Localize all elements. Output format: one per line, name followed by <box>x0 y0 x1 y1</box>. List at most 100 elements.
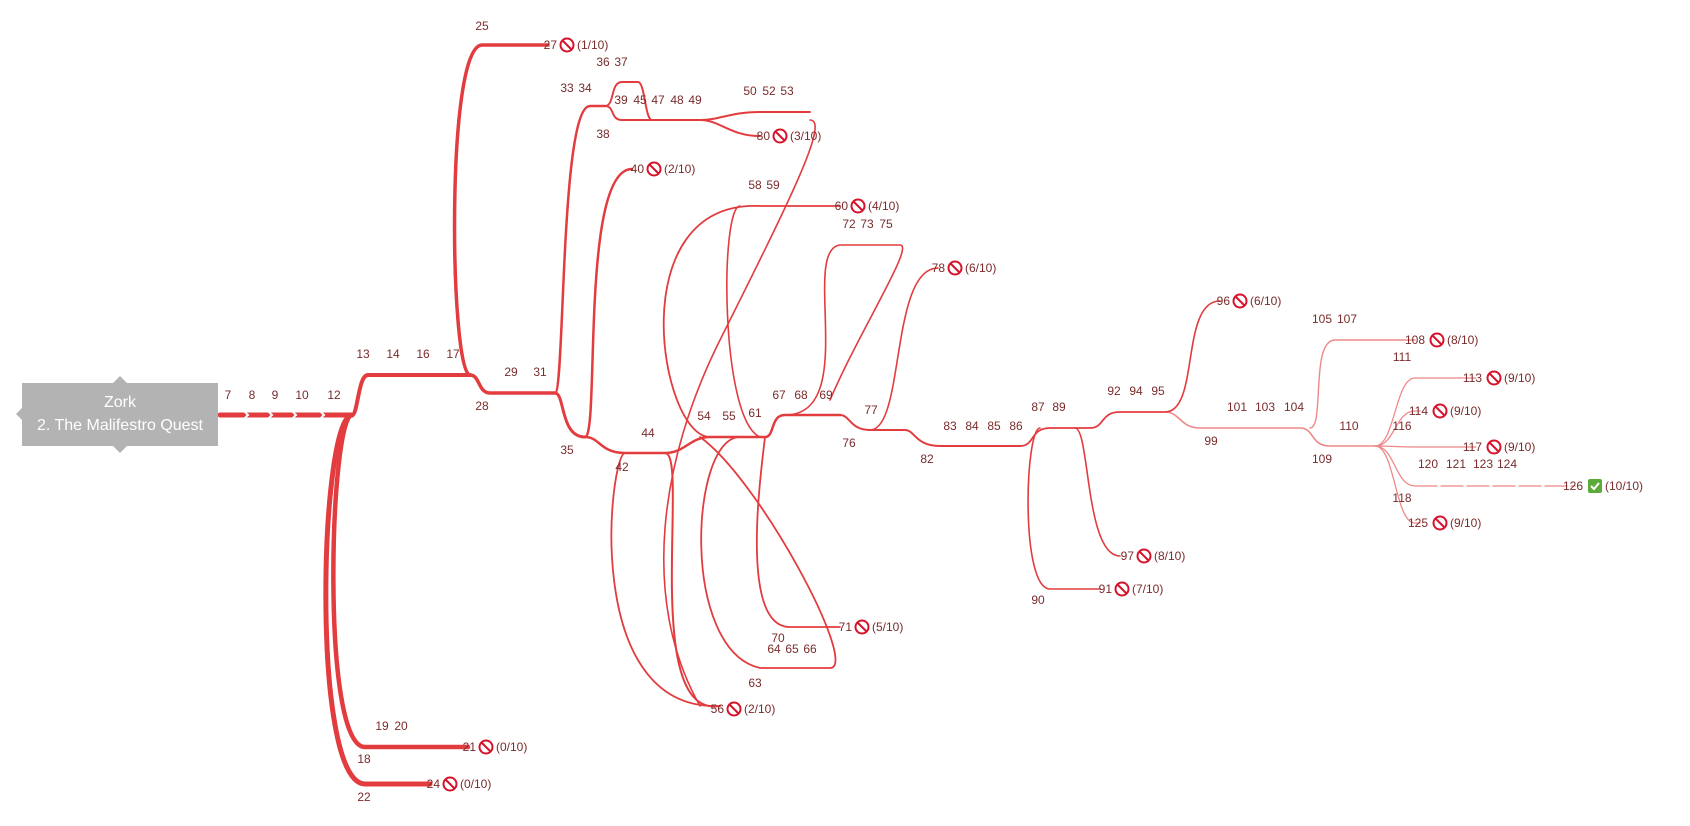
edge-cross <box>610 452 719 707</box>
ending-id: 117 <box>1463 440 1482 454</box>
node-label: 111 <box>1393 350 1412 364</box>
edge-cross <box>664 452 721 708</box>
node-label: 50 <box>743 84 757 98</box>
fail-icon <box>1429 332 1445 348</box>
ending-score: (9/10) <box>1450 404 1481 418</box>
ending-id: 125 <box>1408 516 1428 530</box>
fail-icon <box>854 619 870 635</box>
edge-branch <box>1074 427 1121 557</box>
edge-cross <box>726 205 761 438</box>
ending-score: (0/10) <box>460 777 491 791</box>
edge-cross <box>699 436 837 669</box>
ending-score: (2/10) <box>664 162 695 176</box>
fail-icon <box>1486 370 1502 386</box>
node-label: 39 <box>614 93 628 107</box>
ending-score: (9/10) <box>1504 371 1535 385</box>
ending-id: 126 <box>1563 479 1583 493</box>
fail-icon <box>772 128 788 144</box>
edge-branch <box>468 373 557 395</box>
ending-id: 113 <box>1463 371 1482 385</box>
node-label: 53 <box>780 84 794 98</box>
node-label: 82 <box>920 452 934 466</box>
ending-score: (3/10) <box>790 129 821 143</box>
node-label: 9 <box>272 388 279 402</box>
edge-cross <box>755 436 841 628</box>
ending-id: 78 <box>932 261 946 275</box>
node-label: 10 <box>295 388 309 402</box>
node-label: 12 <box>327 388 341 402</box>
fail-icon <box>559 37 575 53</box>
edge-cross <box>662 205 841 438</box>
node-label: 101 <box>1227 400 1247 414</box>
node-label: 95 <box>1151 384 1165 398</box>
edge-branch <box>553 391 587 439</box>
node-label: 63 <box>748 676 762 690</box>
ending-score: (9/10) <box>1450 516 1481 530</box>
node-label: 84 <box>965 419 979 433</box>
ending-score: (5/10) <box>872 620 903 634</box>
root-chapter-title: 2. The Malifestro Quest <box>37 417 203 434</box>
edge-branch <box>452 43 550 377</box>
node-label: 13 <box>356 347 370 361</box>
node-label: 118 <box>1392 491 1411 505</box>
node-label: 19 <box>375 719 389 733</box>
node-label: 107 <box>1337 312 1357 326</box>
node-label: 35 <box>560 443 574 457</box>
node-label: 48 <box>670 93 684 107</box>
ending-score: (8/10) <box>1154 549 1185 563</box>
fail-icon <box>850 198 866 214</box>
edge-main <box>1019 411 1166 447</box>
node-label: 123 <box>1473 457 1493 471</box>
ending-score: (2/10) <box>744 702 775 716</box>
ending-id: 80 <box>757 129 771 143</box>
node-label: 38 <box>596 127 610 141</box>
node-label: 20 <box>394 719 408 733</box>
ending-score: (1/10) <box>577 38 608 52</box>
ending-id: 40 <box>631 162 645 176</box>
node-label: 109 <box>1312 452 1332 466</box>
node-label: 59 <box>766 178 780 192</box>
edge-arrow <box>319 410 326 420</box>
node-label: 105 <box>1312 312 1332 326</box>
node-label: 7 <box>225 388 232 402</box>
edge-main <box>839 414 1021 447</box>
node-label: 116 <box>1392 419 1411 433</box>
ending-score: (7/10) <box>1132 582 1163 596</box>
node-label: 37 <box>614 55 628 69</box>
ending-id: 56 <box>711 702 725 716</box>
edge-arrow <box>243 410 250 420</box>
root-node[interactable]: Zork 2. The Malifestro Quest <box>16 376 218 453</box>
node-label: 54 <box>697 409 711 423</box>
ending-id: 108 <box>1405 333 1425 347</box>
edge-branch <box>350 373 472 417</box>
edge-fan <box>1374 445 1416 487</box>
node-label: 49 <box>688 93 702 107</box>
edge-loop <box>604 81 653 121</box>
node-label: 36 <box>596 55 610 69</box>
node-label: 61 <box>748 406 762 420</box>
ending-id: 91 <box>1099 582 1113 596</box>
fail-icon <box>1486 439 1502 455</box>
fail-icon <box>1432 403 1448 419</box>
node-label: 68 <box>794 388 808 402</box>
node-label: 16 <box>416 347 430 361</box>
success-icon <box>1588 479 1602 493</box>
node-label: 120 <box>1418 457 1438 471</box>
edge-branch <box>553 104 607 395</box>
root-notch-left <box>16 408 22 420</box>
node-label: 94 <box>1129 384 1143 398</box>
ending-score: (9/10) <box>1504 440 1535 454</box>
ending-id: 114 <box>1409 404 1428 418</box>
root-notch-top <box>113 376 127 383</box>
node-label: 45 <box>633 93 647 107</box>
edge-fan <box>1374 445 1416 448</box>
node-label: 44 <box>641 426 655 440</box>
ending-id: 71 <box>839 620 853 634</box>
root-notch-bottom <box>113 446 127 453</box>
fail-icon <box>646 161 662 177</box>
ending-id: 27 <box>544 38 558 52</box>
node-label: 31 <box>533 365 547 379</box>
